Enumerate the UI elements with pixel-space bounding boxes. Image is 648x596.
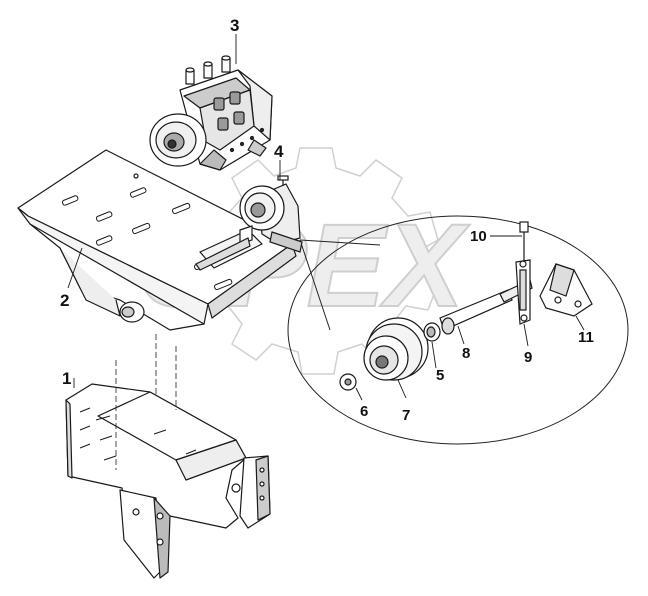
detail-ellipse xyxy=(287,215,629,445)
callout-3: 3 xyxy=(230,16,240,35)
callout-10: 10 xyxy=(470,228,487,245)
lower-bracket xyxy=(65,383,271,579)
callout-2: 2 xyxy=(60,291,70,310)
compressor xyxy=(149,55,273,171)
adjuster-slot-bar xyxy=(515,259,531,325)
detail-leader xyxy=(299,239,331,331)
leader-lines xyxy=(67,34,585,401)
callout-4: 4 xyxy=(274,142,284,161)
callout-1: 1 xyxy=(62,369,72,388)
shaft xyxy=(439,279,533,335)
small-bracket xyxy=(539,263,593,317)
callout-8: 8 xyxy=(462,345,471,362)
callout-5: 5 xyxy=(436,367,445,384)
assembly-lines xyxy=(115,334,177,470)
callout-9: 9 xyxy=(524,349,533,366)
detail-leader-2 xyxy=(299,239,381,246)
washer xyxy=(339,373,357,391)
mounting-plate xyxy=(17,149,297,331)
idler-pulley-assembly xyxy=(195,175,303,271)
callout-6: 6 xyxy=(360,403,369,420)
double-pulley xyxy=(363,317,429,381)
callout-11: 11 xyxy=(578,329,594,346)
callout-7: 7 xyxy=(402,407,411,424)
adjuster-bolt xyxy=(519,221,529,262)
spacer-ring xyxy=(423,322,441,342)
